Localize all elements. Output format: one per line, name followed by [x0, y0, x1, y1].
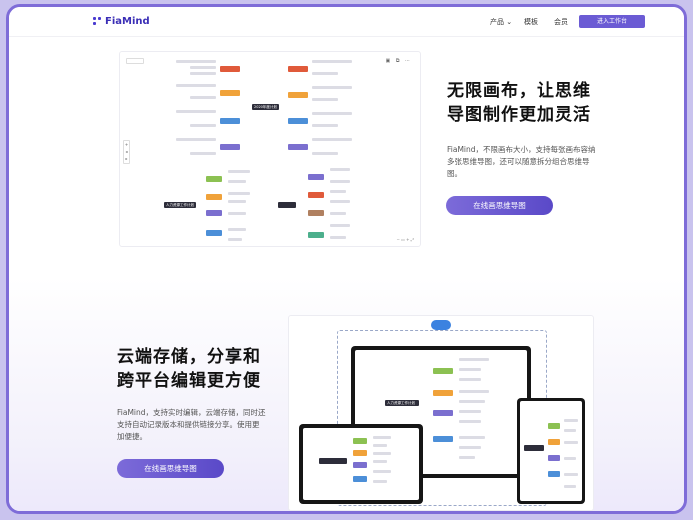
mindmap-leaf	[330, 212, 346, 215]
mindmap-leaf	[190, 152, 216, 155]
mindmap-leaf	[176, 84, 216, 87]
mindmap-leaf	[176, 138, 216, 141]
mindmap-leaf	[228, 212, 246, 215]
mindmap-leaf	[312, 60, 352, 63]
mindmap-branch	[220, 144, 240, 150]
mindmap-leaf	[330, 200, 350, 203]
phone-device	[517, 398, 585, 504]
mindmap-leaf	[228, 228, 246, 231]
mindmap-leaf	[176, 60, 216, 63]
nav-member[interactable]: 会员	[554, 18, 568, 26]
devices-preview: 人力资源工作计划	[288, 315, 594, 511]
mindmap-branch	[308, 192, 324, 198]
mindmap-branch	[206, 210, 222, 216]
mindmap-branch	[206, 230, 222, 236]
mindmap-branch	[220, 90, 240, 96]
mindmap-center-node: 2020年度计划	[252, 104, 279, 110]
section-infinite-canvas: ▣ ⧉ ⋯ +◂▸ 2020年度计划	[9, 37, 684, 277]
mindmap-branch	[220, 66, 240, 72]
section2-desc: FiaMind，支持实时编辑，云端存储，同时还 支持自动记录版本和提供链接分享。…	[117, 408, 266, 441]
mindmap-leaf	[190, 124, 216, 127]
tablet-device	[299, 424, 423, 504]
mindmap-leaf	[228, 238, 242, 241]
mindmap-branch	[308, 232, 324, 238]
mindmap-branch	[308, 174, 324, 180]
mindmap-leaf	[190, 66, 216, 69]
zoom-controls[interactable]: − ▭ + ⤢	[396, 237, 415, 242]
canvas-title-tab	[126, 58, 144, 64]
mindmap-leaf	[312, 138, 352, 141]
mindmap-leaf	[330, 180, 350, 183]
mindmap-leaf	[312, 98, 338, 101]
mindmap-branch	[206, 194, 222, 200]
mindmap-branch	[220, 118, 240, 124]
section1-desc: FiaMind，不限画布大小，支持每张画布容纳 多张思维导图，还可以随意拆分组合…	[447, 145, 596, 178]
mindmap-leaf	[312, 86, 352, 89]
mindmap-leaf	[190, 72, 216, 75]
nav-product[interactable]: 产品 ⌄	[490, 18, 513, 26]
canvas-side-tools[interactable]: +◂▸	[123, 140, 130, 164]
page-frame: FiaMind 产品 ⌄ 模板 会员 进入工作台 ▣ ⧉ ⋯ +◂▸ 2020年…	[6, 4, 687, 514]
enter-workspace-button[interactable]: 进入工作台	[579, 15, 645, 28]
mindmap-leaf	[312, 72, 338, 75]
mindmap-leaf	[312, 124, 338, 127]
mindmap-branch	[206, 176, 222, 182]
mindmap-branch	[288, 118, 308, 124]
mindmap-leaf	[228, 180, 246, 183]
brand-name: FiaMind	[105, 16, 150, 27]
mindmap-center-node: 人力资源工作计划	[385, 400, 419, 406]
mindmap-leaf	[330, 224, 350, 227]
brand-logo[interactable]: FiaMind	[93, 16, 150, 27]
mindmap-leaf	[228, 192, 250, 195]
mindmap-leaf	[176, 110, 216, 113]
cloud-icon	[431, 320, 451, 330]
draw-mindmap-button[interactable]: 在线画思维导图	[446, 196, 553, 215]
mindmap-branch	[288, 66, 308, 72]
mindmap-leaf	[312, 112, 352, 115]
logo-icon	[93, 17, 102, 26]
section1-title: 无限画布，让思维 导图制作更加灵活	[447, 81, 591, 125]
mindmap-leaf	[228, 170, 250, 173]
mindmap-branch	[288, 144, 308, 150]
mindmap-branch	[288, 92, 308, 98]
mindmap-leaf	[330, 190, 346, 193]
draw-mindmap-button-2[interactable]: 在线画思维导图	[117, 459, 224, 478]
header: FiaMind 产品 ⌄ 模板 会员 进入工作台	[9, 7, 684, 37]
mindmap-branch	[308, 210, 324, 216]
nav-template[interactable]: 模板	[524, 18, 538, 26]
mindmap-leaf	[330, 236, 346, 239]
section-cloud-storage: 云端存储，分享和 跨平台编辑更方便 FiaMind，支持实时编辑，云端存储，同时…	[9, 277, 684, 511]
mindmap-leaf	[312, 152, 338, 155]
canvas-toolbar[interactable]: ▣ ⧉ ⋯	[385, 58, 412, 64]
mindmap-leaf	[190, 96, 216, 99]
chevron-down-icon: ⌄	[506, 18, 513, 26]
mindmap-leaf	[330, 168, 350, 171]
mindmap-center-node	[278, 202, 296, 208]
canvas-preview: ▣ ⧉ ⋯ +◂▸ 2020年度计划	[119, 51, 421, 247]
mindmap-center-node: 人力资源工作计划	[164, 202, 196, 208]
mindmap-leaf	[228, 200, 246, 203]
section2-title: 云端存储，分享和 跨平台编辑更方便	[117, 347, 261, 391]
